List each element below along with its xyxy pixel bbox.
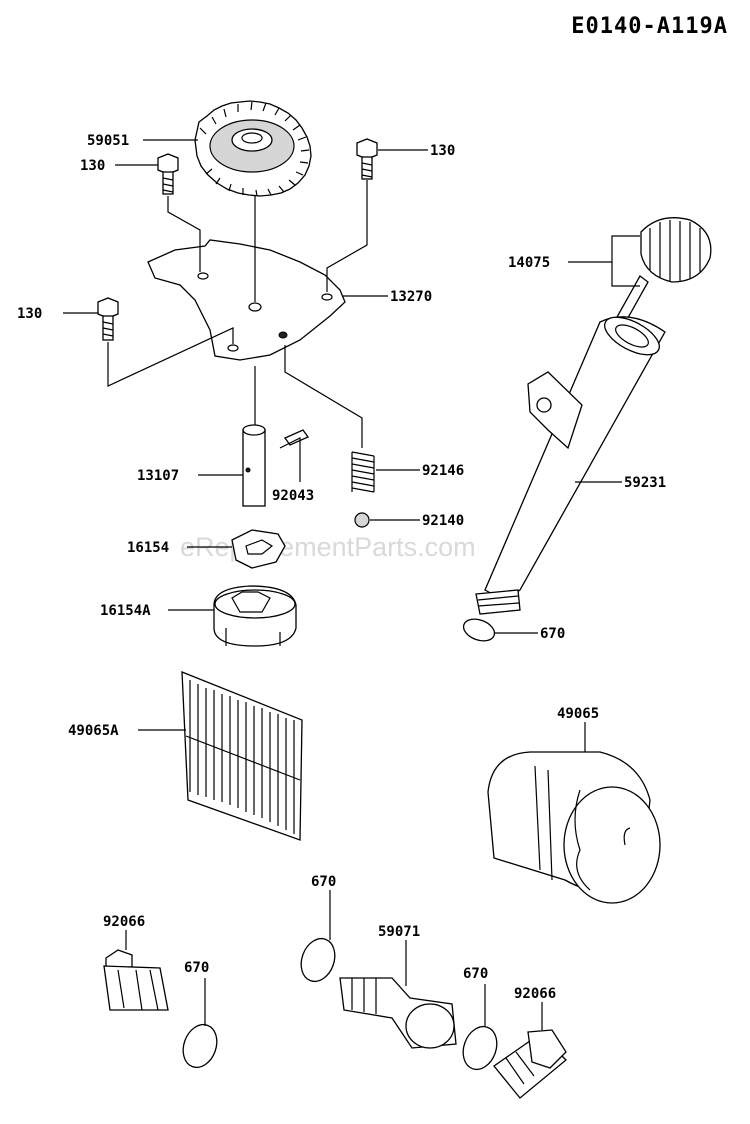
- oring-670-right[interactable]: [457, 1022, 502, 1074]
- oil-filter-49065[interactable]: [487, 751, 661, 904]
- label-670-tube: 670: [540, 626, 565, 642]
- bolt-130-left[interactable]: [157, 153, 179, 195]
- shaft-13107[interactable]: [242, 424, 266, 507]
- drain-plug-92066-left[interactable]: [103, 949, 169, 1011]
- label-13107: 13107: [137, 468, 179, 484]
- label-670-left: 670: [184, 960, 209, 976]
- spring-92146[interactable]: [351, 451, 375, 493]
- rotor-16154[interactable]: [231, 529, 286, 569]
- label-49065A: 49065A: [68, 723, 119, 739]
- tube-59231[interactable]: [475, 310, 666, 615]
- cooler-49065A[interactable]: [181, 671, 303, 841]
- label-670-center: 670: [311, 874, 336, 890]
- label-130-lower: 130: [17, 306, 42, 322]
- ball-92140[interactable]: [354, 512, 370, 528]
- label-92140: 92140: [422, 513, 464, 529]
- gear-59051[interactable]: [194, 100, 312, 197]
- diagram-id: E0140-A119A: [571, 14, 728, 39]
- cap-14075[interactable]: [611, 217, 712, 333]
- label-49065: 49065: [557, 706, 599, 722]
- pin-92043[interactable]: [279, 429, 309, 482]
- label-130-right: 130: [430, 143, 455, 159]
- label-59071: 59071: [378, 924, 420, 940]
- label-92066-right: 92066: [514, 986, 556, 1002]
- label-16154: 16154: [127, 540, 169, 556]
- label-13270: 13270: [390, 289, 432, 305]
- label-670-right: 670: [463, 966, 488, 982]
- oring-670-tube[interactable]: [461, 615, 498, 645]
- label-92043: 92043: [272, 488, 314, 504]
- nipple-59071[interactable]: [339, 977, 457, 1049]
- rotor-16154A[interactable]: [213, 585, 297, 647]
- label-16154A: 16154A: [100, 603, 151, 619]
- bolt-130-lower[interactable]: [97, 297, 119, 341]
- label-92146: 92146: [422, 463, 464, 479]
- oring-670-left[interactable]: [177, 1020, 222, 1072]
- bolt-130-right[interactable]: [356, 138, 378, 180]
- label-92066-left: 92066: [103, 914, 145, 930]
- label-59231: 59231: [624, 475, 666, 491]
- plate-13270[interactable]: [147, 239, 346, 361]
- drain-plug-92066-right[interactable]: [493, 1029, 567, 1099]
- label-59051: 59051: [87, 133, 129, 149]
- label-130-left: 130: [80, 158, 105, 174]
- label-14075: 14075: [508, 255, 550, 271]
- oring-670-center[interactable]: [295, 934, 340, 986]
